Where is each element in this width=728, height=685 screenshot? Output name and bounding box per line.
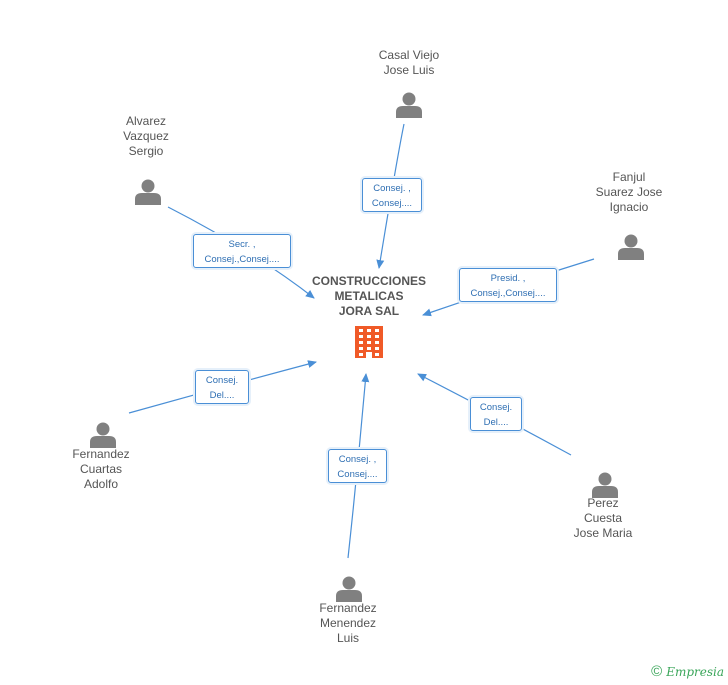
person-name-fernandez-cuartas[interactable]: Fernandez Cuartas Adolfo	[72, 447, 130, 491]
copyright-icon: ©	[651, 663, 663, 680]
building-window	[375, 347, 379, 350]
person-icon[interactable]	[618, 234, 644, 261]
person-name-casal-viejo[interactable]: Casal Viejo Jose Luis	[378, 48, 440, 77]
copyright-notice: © Empresia	[651, 663, 724, 681]
role-box-fernandez-cuartas[interactable]: Consej. Del....	[195, 370, 249, 404]
role-line: Secr. ,	[228, 239, 256, 250]
person-icon[interactable]	[396, 92, 422, 119]
role-line: Del....	[209, 390, 235, 401]
building-window	[359, 353, 363, 356]
role-box-alvarez-vazquez[interactable]: Secr. , Consej.,Consej....	[193, 234, 291, 268]
building-window	[367, 347, 371, 350]
person-icon[interactable]	[592, 472, 618, 499]
company-name[interactable]: CONSTRUCCIONES METALICAS JORA SAL	[311, 274, 426, 318]
person-icon[interactable]	[90, 422, 116, 449]
person-name-fanjul-suarez[interactable]: Fanjul Suarez Jose Ignacio	[595, 170, 663, 214]
role-line: Consej....	[337, 469, 378, 480]
building-window	[367, 329, 371, 332]
building-window	[375, 329, 379, 332]
person-icon[interactable]	[336, 576, 362, 603]
role-line: Consej....	[371, 198, 413, 209]
role-line: Presid. ,	[490, 273, 526, 284]
person-name-perez-cuesta[interactable]: Perez Cuesta Jose Maria	[573, 496, 633, 540]
building-window	[367, 335, 371, 338]
building-door	[366, 352, 372, 358]
building-window	[359, 335, 363, 338]
role-line: Consej.,Consej....	[470, 288, 546, 299]
role-line: Consej.,Consej....	[204, 254, 280, 265]
person-name-alvarez-vazquez[interactable]: Alvarez Vazquez Sergio	[123, 114, 169, 158]
building-window	[375, 335, 379, 338]
role-line: Consej. ,	[373, 183, 411, 194]
role-line: Del....	[483, 417, 509, 428]
role-line: Consej. ,	[338, 454, 377, 465]
building-window	[359, 329, 363, 332]
role-box-fanjul-suarez[interactable]: Presid. , Consej.,Consej....	[459, 268, 557, 302]
building-window	[375, 353, 379, 356]
edge-casal-viejo	[376, 123, 405, 269]
building-window	[359, 347, 363, 350]
building-window	[367, 341, 371, 344]
person-icon[interactable]	[135, 179, 161, 206]
building-window	[375, 341, 379, 344]
role-box-fernandez-menendez[interactable]: Consej. , Consej....	[328, 449, 387, 483]
person-icons	[90, 92, 644, 603]
brand-logo[interactable]: Empresia	[666, 665, 724, 679]
role-box-casal-viejo[interactable]: Consej. , Consej....	[362, 178, 422, 212]
role-line: Consej.	[479, 402, 513, 413]
building-icon	[355, 326, 383, 358]
role-line: Consej.	[205, 375, 239, 386]
role-box-perez-cuesta[interactable]: Consej. Del....	[470, 397, 522, 431]
building-window	[359, 341, 363, 344]
person-name-fernandez-menendez[interactable]: Fernandez Menendez Luis	[319, 601, 377, 645]
